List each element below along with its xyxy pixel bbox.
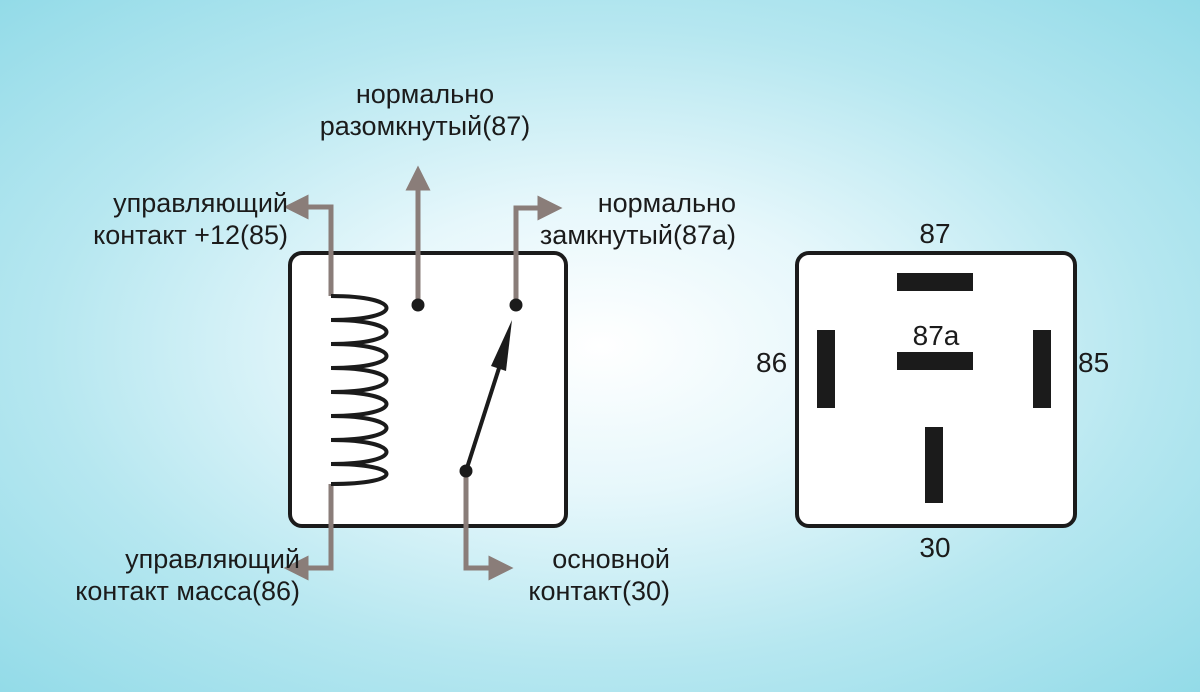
switch-arrowhead — [491, 320, 512, 371]
coil-ground-wire — [283, 484, 334, 581]
pin-87a-label: 87а — [912, 320, 960, 351]
common-contact-label-line1: основной — [552, 544, 670, 574]
pinout-housing — [795, 251, 1077, 528]
normally-closed-terminal — [509, 298, 523, 312]
common-wire — [463, 471, 514, 581]
pin-30-label: 30 — [919, 532, 951, 563]
normally-closed-wire — [513, 195, 563, 305]
pin-86-label: 86 — [756, 347, 788, 378]
coil-plus-label-line1: управляющий — [113, 188, 288, 218]
pin-87a-blade — [897, 352, 973, 370]
switch-armature — [464, 364, 502, 472]
coil-winding — [330, 294, 389, 486]
normally-open-label: нормально разомкнутый(87) — [300, 78, 550, 142]
normally-closed-label-line1: нормально — [597, 188, 736, 218]
common-contact-label-line2: контакт(30) — [528, 576, 670, 606]
coil-plus-label: управляющий контакт +12(85) — [30, 187, 288, 251]
coil-ground-label: управляющий контакт масса(86) — [20, 543, 300, 607]
normally-closed-label-line2: замкнутый(87а) — [539, 220, 736, 250]
coil-ground-label-line2: контакт масса(86) — [75, 576, 300, 606]
pin-85-label: 85 — [1078, 347, 1110, 378]
coil-plus-wire — [283, 194, 334, 296]
normally-open-terminal — [411, 298, 425, 312]
pin-86-blade — [817, 330, 835, 408]
pin-87-blade — [897, 273, 973, 291]
pin-85-blade — [1033, 330, 1051, 408]
coil-plus-label-line2: контакт +12(85) — [93, 220, 288, 250]
normally-open-label-line2: разомкнутый(87) — [319, 111, 531, 141]
common-contact-label: основной контакт(30) — [480, 543, 670, 607]
pin-87-label: 87 — [919, 218, 951, 249]
pin-30-blade — [925, 427, 943, 503]
coil-ground-label-line1: управляющий — [125, 544, 300, 574]
normally-open-label-line1: нормально — [355, 79, 495, 109]
normally-closed-label: нормально замкнутый(87а) — [500, 187, 736, 251]
